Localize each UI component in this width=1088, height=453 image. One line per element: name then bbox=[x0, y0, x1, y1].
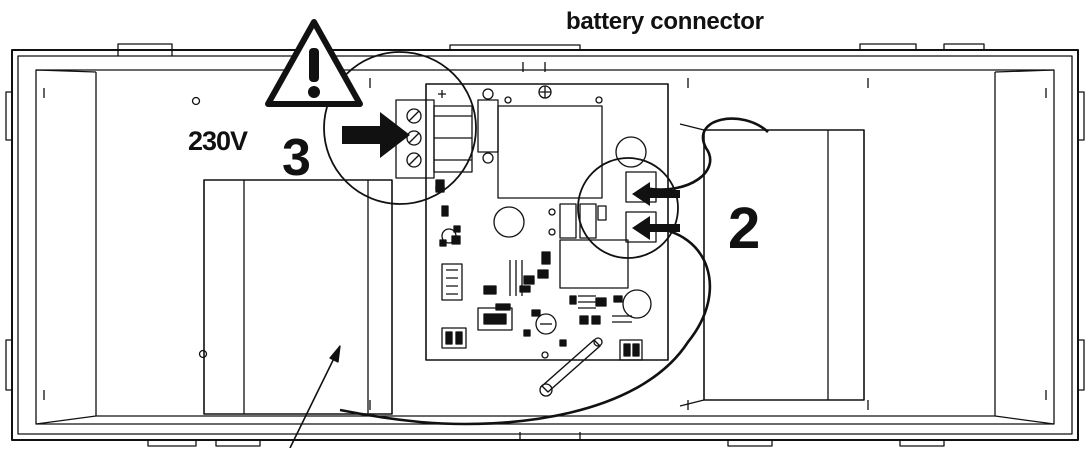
battery-connector-label: battery connector bbox=[566, 8, 764, 35]
cable-tie bbox=[539, 337, 603, 397]
left-battery bbox=[203, 179, 393, 415]
right-battery bbox=[679, 123, 865, 407]
battery-cables bbox=[339, 117, 769, 426]
pointer-arrowhead bbox=[329, 345, 341, 363]
circuit-board bbox=[425, 83, 669, 361]
battery-arrow-lower-icon bbox=[632, 216, 680, 240]
enclosure-outline bbox=[5, 43, 1085, 447]
terminal-arrow-icon bbox=[342, 112, 410, 158]
pointer-line bbox=[289, 345, 341, 449]
warning-triangle-icon bbox=[265, 19, 363, 107]
terminal-callout-circle bbox=[323, 51, 477, 205]
step-2-number: 2 bbox=[728, 196, 761, 261]
step-3-number: 3 bbox=[282, 129, 311, 187]
terminal-block bbox=[395, 90, 473, 191]
voltage-label: 230V bbox=[188, 126, 248, 156]
battery-connector-callout-circle bbox=[577, 157, 679, 259]
battery-arrow-upper-icon bbox=[632, 182, 680, 206]
